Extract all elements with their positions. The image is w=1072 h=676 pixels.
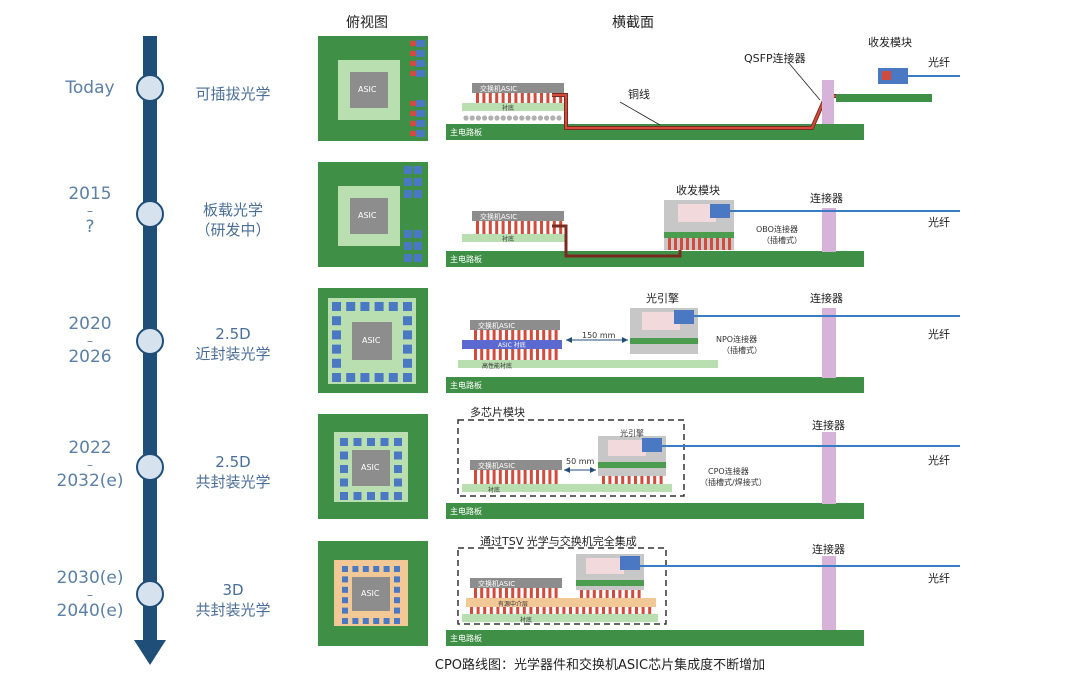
stage-label-1: 可插拔光学 bbox=[195, 85, 271, 103]
module-label-1: 收发模块 bbox=[868, 36, 912, 49]
cross-section-header: 横截面 bbox=[612, 15, 654, 31]
distance-label-4: 50 mm bbox=[566, 457, 595, 466]
switch-label-2: 交换机ASIC bbox=[480, 213, 518, 221]
high-substrate-label: 高性能衬底 bbox=[482, 363, 513, 370]
engine-label-3: 光引擎 bbox=[646, 292, 679, 305]
substrate-label-1: 衬底 bbox=[502, 105, 515, 112]
cross-section-4 bbox=[446, 419, 960, 519]
board-label-5: 主电路板 bbox=[450, 634, 482, 643]
qsfp-label: QSFP连接器 bbox=[744, 52, 806, 65]
top-view-4 bbox=[318, 414, 428, 519]
asic-label-5: ASIC bbox=[361, 589, 380, 598]
distance-label-3: 150 mm bbox=[582, 331, 616, 340]
figure-caption: CPO路线图：光学器件和交换机ASIC芯片集成度不断增加 bbox=[434, 658, 766, 673]
top-view-1 bbox=[318, 36, 428, 141]
switch-label-3: 交换机ASIC bbox=[478, 322, 516, 330]
stage-label-2: 板载光学（研发中） bbox=[195, 201, 271, 239]
asic-label-3: ASIC bbox=[362, 336, 381, 345]
timeline-arrowhead bbox=[134, 640, 166, 665]
timeline-node-3 bbox=[136, 327, 164, 355]
npo-label: NPO连接器 bbox=[716, 335, 758, 344]
substrate-label-4: 衬底 bbox=[488, 487, 501, 494]
obo-type-label: （插槽式） bbox=[762, 236, 802, 245]
asic-label-2: ASIC bbox=[358, 211, 377, 220]
cross-section-1 bbox=[446, 61, 960, 140]
year-label-2: 2015–? bbox=[68, 184, 112, 237]
top-view-5 bbox=[318, 541, 428, 646]
cross-section-5 bbox=[446, 547, 960, 646]
switch-label-1: 交换机ASIC bbox=[480, 85, 518, 93]
timeline-node-1 bbox=[136, 74, 164, 102]
module-label-2: 收发模块 bbox=[676, 184, 720, 197]
connector-label-3: 连接器 bbox=[810, 292, 843, 305]
obo-label: OBO连接器 bbox=[756, 225, 798, 234]
fiber-label-5: 光纤 bbox=[928, 572, 950, 585]
timeline-node-2 bbox=[136, 200, 164, 228]
substrate-label-2: 衬底 bbox=[502, 236, 515, 243]
year-label-1: Today bbox=[65, 78, 115, 98]
board-label-1: 主电路板 bbox=[450, 128, 482, 137]
fiber-label-2: 光纤 bbox=[928, 216, 950, 229]
timeline-node-4 bbox=[136, 453, 164, 481]
cross-section-3 bbox=[446, 308, 960, 393]
substrate-label-5: 衬底 bbox=[520, 617, 533, 624]
year-label-4: 2022–2032(e) bbox=[56, 438, 124, 491]
npo-type-label: （插槽式） bbox=[722, 346, 762, 355]
board-label-2: 主电路板 bbox=[450, 255, 482, 264]
connector-label-5: 连接器 bbox=[812, 543, 845, 556]
interposer-label: 有源中介层 bbox=[498, 601, 529, 608]
year-label-5: 2030(e)–2040(e) bbox=[56, 568, 124, 621]
asic-substrate-label: ASIC 衬底 bbox=[498, 342, 526, 349]
top-view-3 bbox=[318, 288, 428, 393]
connector-label-4: 连接器 bbox=[812, 419, 845, 432]
fiber-label-1: 光纤 bbox=[928, 56, 950, 69]
fiber-label-4: 光纤 bbox=[928, 454, 950, 467]
multichip-label: 多芯片模块 bbox=[470, 406, 525, 419]
switch-label-5: 交换机ASIC bbox=[478, 580, 516, 588]
tsv-label: 通过TSV 光学与交换机完全集成 bbox=[480, 535, 637, 548]
asic-label-4: ASIC bbox=[361, 463, 380, 472]
board-label-4: 主电路板 bbox=[450, 507, 482, 516]
engine-label-4: 光引擎 bbox=[620, 429, 644, 438]
timeline-node-5 bbox=[136, 580, 164, 608]
board-label-3: 主电路板 bbox=[450, 381, 482, 390]
year-label-3: 2020–2026 bbox=[68, 314, 112, 367]
connector-label-2: 连接器 bbox=[810, 192, 843, 205]
top-view-2 bbox=[318, 162, 428, 267]
cross-section-2 bbox=[446, 200, 960, 267]
copper-label: 铜线 bbox=[628, 88, 650, 101]
cpo-label: CPO连接器 bbox=[708, 467, 749, 476]
top-view-header: 俯视图 bbox=[346, 15, 388, 31]
fiber-label-3: 光纤 bbox=[928, 328, 950, 341]
switch-label-4: 交换机ASIC bbox=[478, 462, 516, 470]
cpo-type-label: （插槽式/焊接式） bbox=[700, 478, 767, 487]
timeline-nodes bbox=[136, 74, 164, 608]
asic-label-1: ASIC bbox=[358, 85, 377, 94]
